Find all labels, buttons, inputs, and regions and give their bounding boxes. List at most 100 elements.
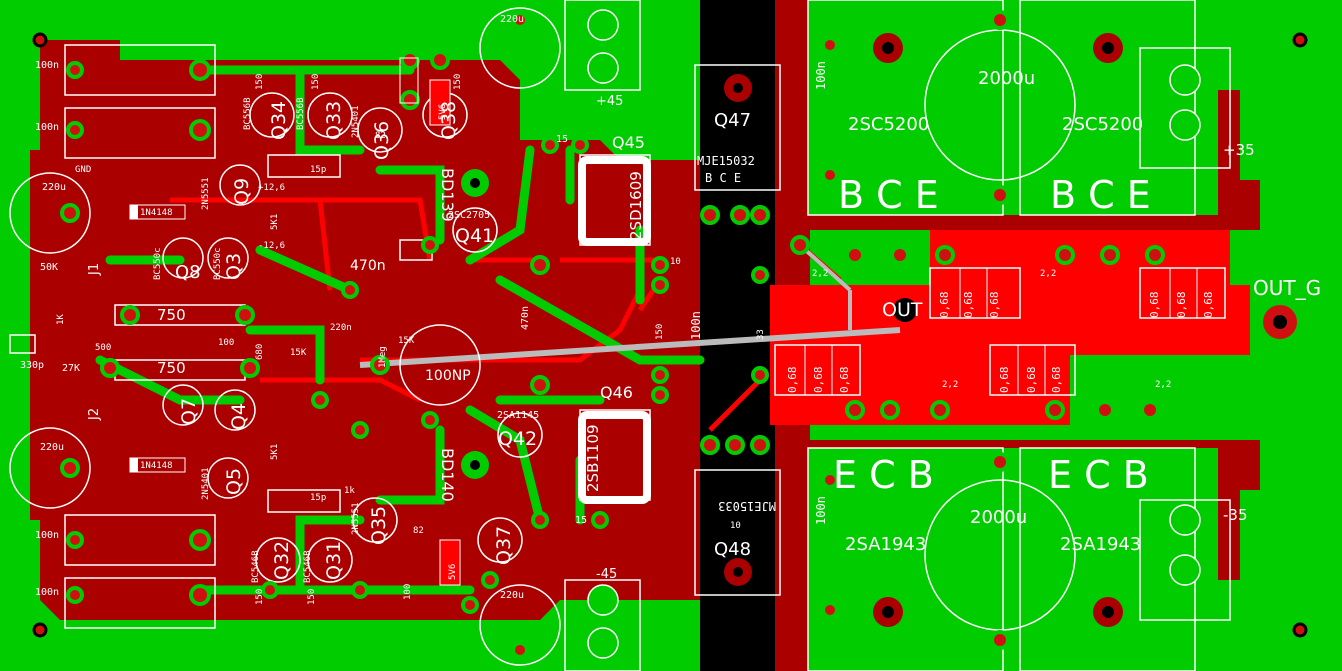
label-c100n-6: 100n: [814, 61, 828, 90]
label-2sa1145: 2SA1145: [497, 410, 539, 421]
label-5v6-bottom: 5V6: [448, 564, 458, 580]
label-2n5551-2: 2N5551: [351, 502, 361, 535]
label-r22-4: 2,2: [1155, 380, 1171, 390]
label-2sc5200-2: 2SC5200: [1062, 114, 1143, 135]
label-c220u-top: 220u: [500, 14, 524, 25]
label-r068-2: 0,68: [962, 292, 975, 319]
label-c100n-5: 100n: [689, 311, 703, 340]
label-c220u-bottom: 220u: [500, 590, 524, 601]
label-q37: Q37: [493, 526, 515, 565]
label-r15k-2: 15K: [398, 336, 415, 346]
label-c15p-bottom: 15p: [310, 493, 326, 503]
label-r15-top: 15: [556, 134, 568, 145]
label-q7: Q7: [178, 398, 200, 425]
label-c220n: 220n: [330, 323, 352, 333]
label-r068-11: 0,68: [1025, 367, 1038, 394]
label-5v6-top: 5V6: [438, 104, 448, 120]
label-c100n-3: 100n: [35, 530, 59, 541]
label-2sd1609: 2SD1609: [627, 171, 645, 240]
label-v-neg35: -35: [1223, 506, 1248, 524]
label-r27k: 27K: [62, 363, 80, 374]
label-mje15033: MJE15033: [718, 499, 776, 513]
label-r150-4: 150: [655, 324, 665, 340]
label-2n5401-2: 2N5401: [351, 105, 361, 138]
label-r82-bottom: 82: [413, 526, 424, 536]
label-2sb1109: 2SB1109: [584, 424, 602, 492]
label-q38: Q38: [438, 101, 460, 140]
diode-bodies: [129, 57, 461, 586]
q45-socket: [578, 156, 651, 246]
label-ecb-power-1: E C B: [833, 453, 934, 497]
label-2n5551-1: 2N5551: [201, 177, 211, 210]
label-q36: Q36: [371, 121, 393, 160]
label-r150-3: 150: [453, 74, 463, 90]
output-link-2: [798, 243, 852, 292]
label-r750-2: 750: [157, 359, 186, 377]
label-c100n-2: 100n: [35, 122, 59, 133]
label-v-pos45: +45: [596, 94, 623, 109]
label-c2000u-top: 2000u: [978, 68, 1035, 89]
label-2sa1943-1: 2SA1943: [845, 534, 926, 555]
label-q32: Q32: [271, 541, 293, 580]
label-bc546b-1: BC546B: [251, 550, 261, 583]
pads: [60, 10, 1165, 659]
traces-green: [95, 65, 705, 595]
label-bc556b-2: BC556B: [296, 97, 306, 130]
label-c15p-top: 15p: [310, 165, 326, 175]
label-c470n-1: 470n: [350, 258, 386, 274]
labels: 220u 220u 220u 220u 100n 100n 100n 100n …: [20, 14, 1321, 601]
label-q42: Q42: [498, 428, 537, 450]
label-c330p: 330p: [20, 360, 44, 371]
label-c100n-7: 100n: [814, 496, 828, 525]
label-r750-1: 750: [157, 306, 186, 324]
label-r82-top: 82: [375, 131, 386, 141]
label-r5k1-2: 5K1: [270, 444, 280, 460]
label-r068-5: 0,68: [1175, 292, 1188, 319]
label-c220u-left-top: 220u: [42, 182, 66, 193]
label-q8: Q8: [175, 262, 201, 283]
label-r068-7: 0,68: [786, 367, 799, 394]
label-q5: Q5: [223, 468, 245, 495]
label-q47: Q47: [714, 110, 751, 131]
label-r22-3: 2,2: [942, 380, 958, 390]
label-r1k: 1K: [56, 314, 66, 325]
label-q34: Q34: [268, 101, 290, 140]
label-r15-bottom: 15: [575, 515, 587, 526]
label-q31: Q31: [323, 541, 345, 580]
label-q46: Q46: [600, 383, 633, 402]
label-r10-top: 10: [670, 257, 681, 267]
output-link: [359, 327, 901, 368]
label-c2000u-bottom: 2000u: [970, 507, 1027, 528]
label-bce-q47: B C E: [705, 171, 741, 185]
label-r068-8: 0,68: [812, 367, 825, 394]
label-r100: 100: [218, 338, 234, 348]
label-r33: 33: [756, 329, 766, 340]
label-out-g: OUT_G: [1253, 276, 1321, 300]
label-bc550c-1: BC550c: [153, 247, 163, 280]
label-q4: Q4: [228, 403, 250, 430]
label-ecb-power-2: E C B: [1048, 453, 1149, 497]
label-r150-6: 150: [307, 589, 317, 605]
label-d1n4148-2: 1N4148: [140, 461, 173, 471]
label-r1k-small: 1k: [344, 486, 355, 496]
label-q35: Q35: [368, 506, 390, 545]
label-r15k-1: 15K: [290, 348, 307, 358]
label-mje15032: MJE15032: [697, 154, 755, 168]
label-bd139: BD139: [438, 168, 457, 222]
label-r150-5: 150: [255, 589, 265, 605]
label-c100n-1: 100n: [35, 60, 59, 71]
label-bd140: BD140: [438, 448, 457, 502]
label-2n5401-1: 2N5401: [201, 467, 211, 500]
label-q3: Q3: [223, 253, 245, 280]
label-r5k1-1: 5K1: [270, 214, 280, 230]
terminal-screws: [587, 9, 1201, 659]
label-v-plus126: +12,6: [258, 183, 285, 193]
resistor-dividers: [804, 268, 1198, 395]
label-bc546b-2: BC546B: [303, 550, 313, 583]
label-bc556b-1: BC556B: [243, 97, 253, 130]
label-r10-bottom: 10: [730, 521, 741, 531]
label-q48: Q48: [714, 539, 751, 560]
power-islands: [808, 0, 1342, 671]
label-r22-1: 2,2: [812, 269, 828, 279]
